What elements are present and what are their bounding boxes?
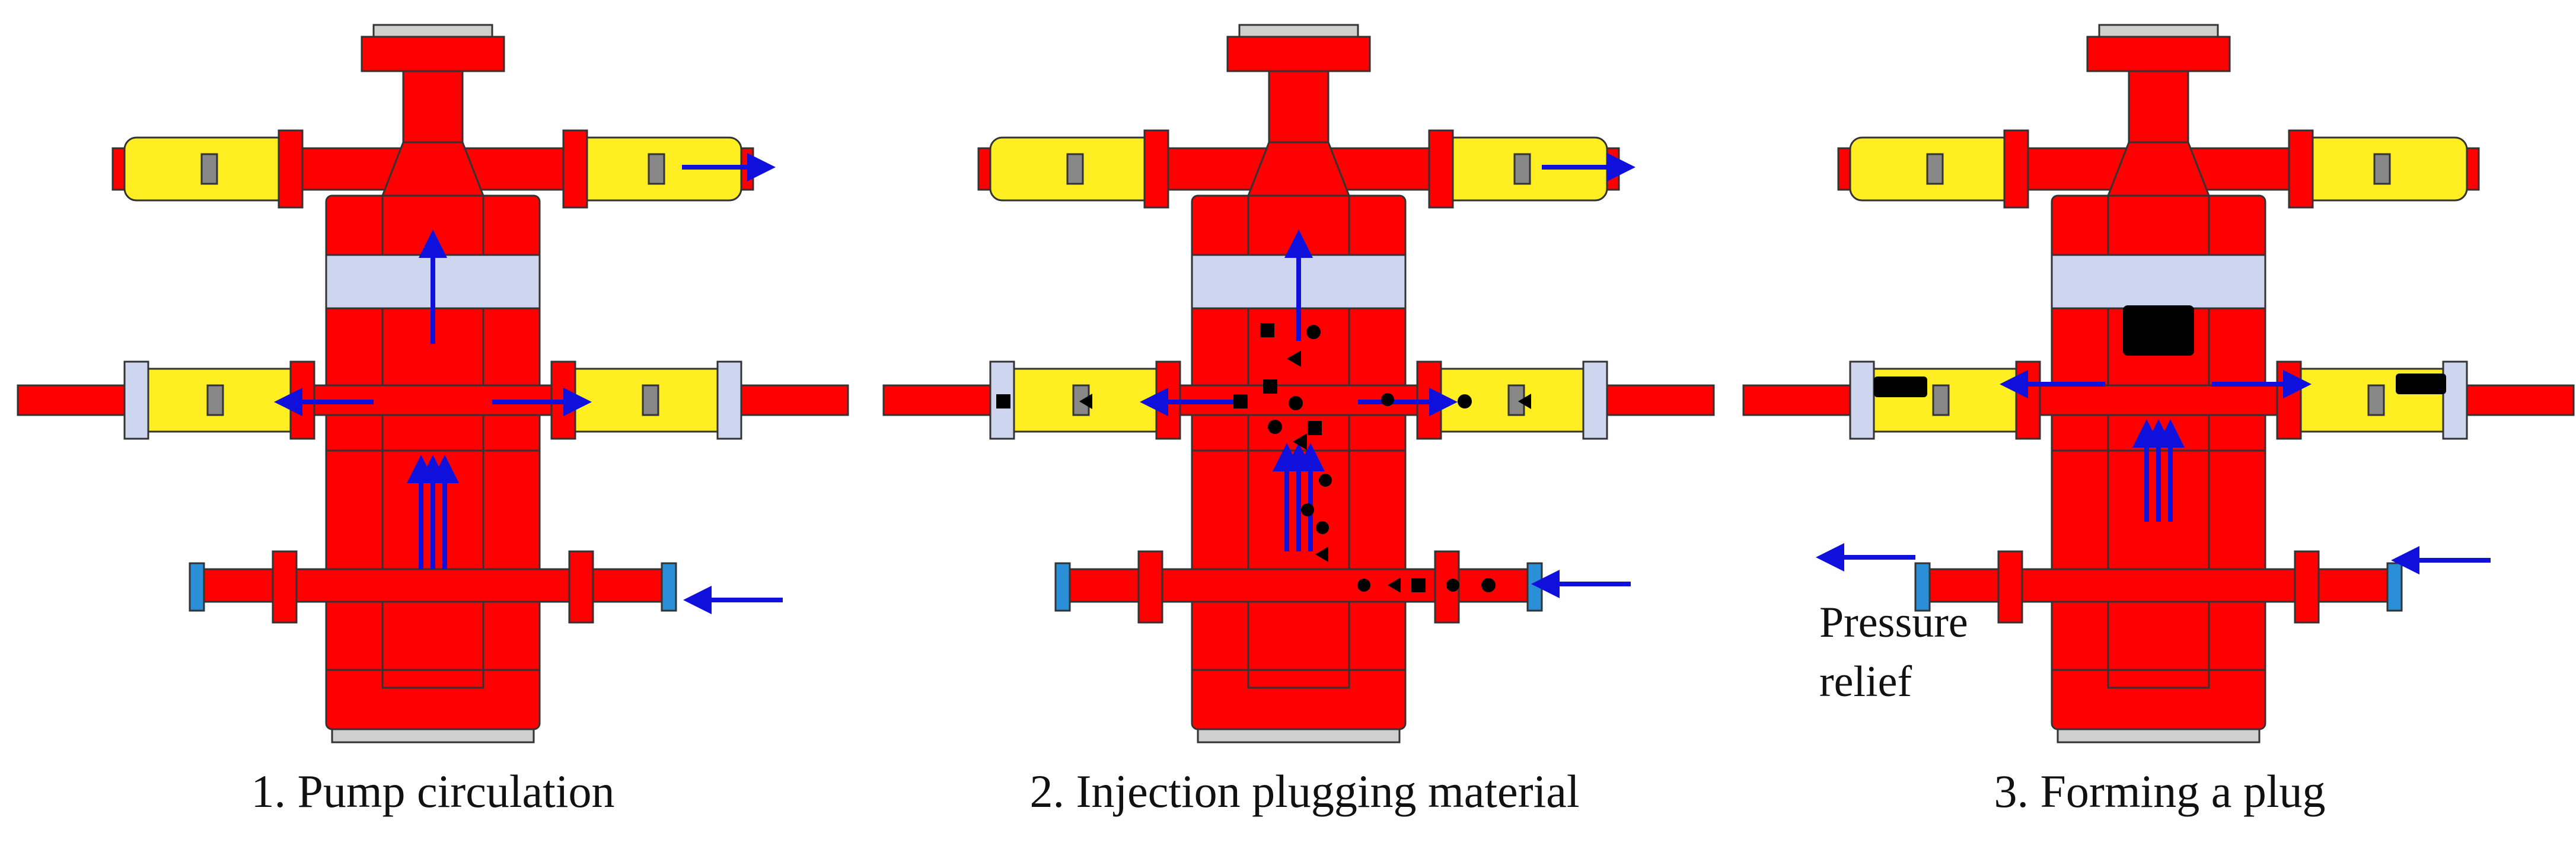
- panel-3-caption: 3. Forming a plug: [1994, 765, 2326, 817]
- panel-2-flow-arrows: [1140, 153, 1635, 598]
- panel-2-plugging-particles: [996, 323, 1531, 593]
- panel-1-caption: 1. Pump circulation: [251, 765, 615, 817]
- panel-2-wellhead: [882, 24, 1715, 743]
- panel-1-flow-arrows: [274, 153, 783, 614]
- pressure-relief-label-line2: relief: [1819, 658, 1912, 706]
- panel-3-wellhead: [1742, 24, 2575, 743]
- panel-3-formed-plug: [1874, 305, 2446, 397]
- pressure-relief-label-line1: Pressure: [1819, 598, 1968, 647]
- panel-1-wellhead: [17, 24, 849, 743]
- panel-2-caption: 2. Injection plugging material: [1029, 765, 1580, 817]
- panel-3-flow-arrows: [1816, 370, 2491, 574]
